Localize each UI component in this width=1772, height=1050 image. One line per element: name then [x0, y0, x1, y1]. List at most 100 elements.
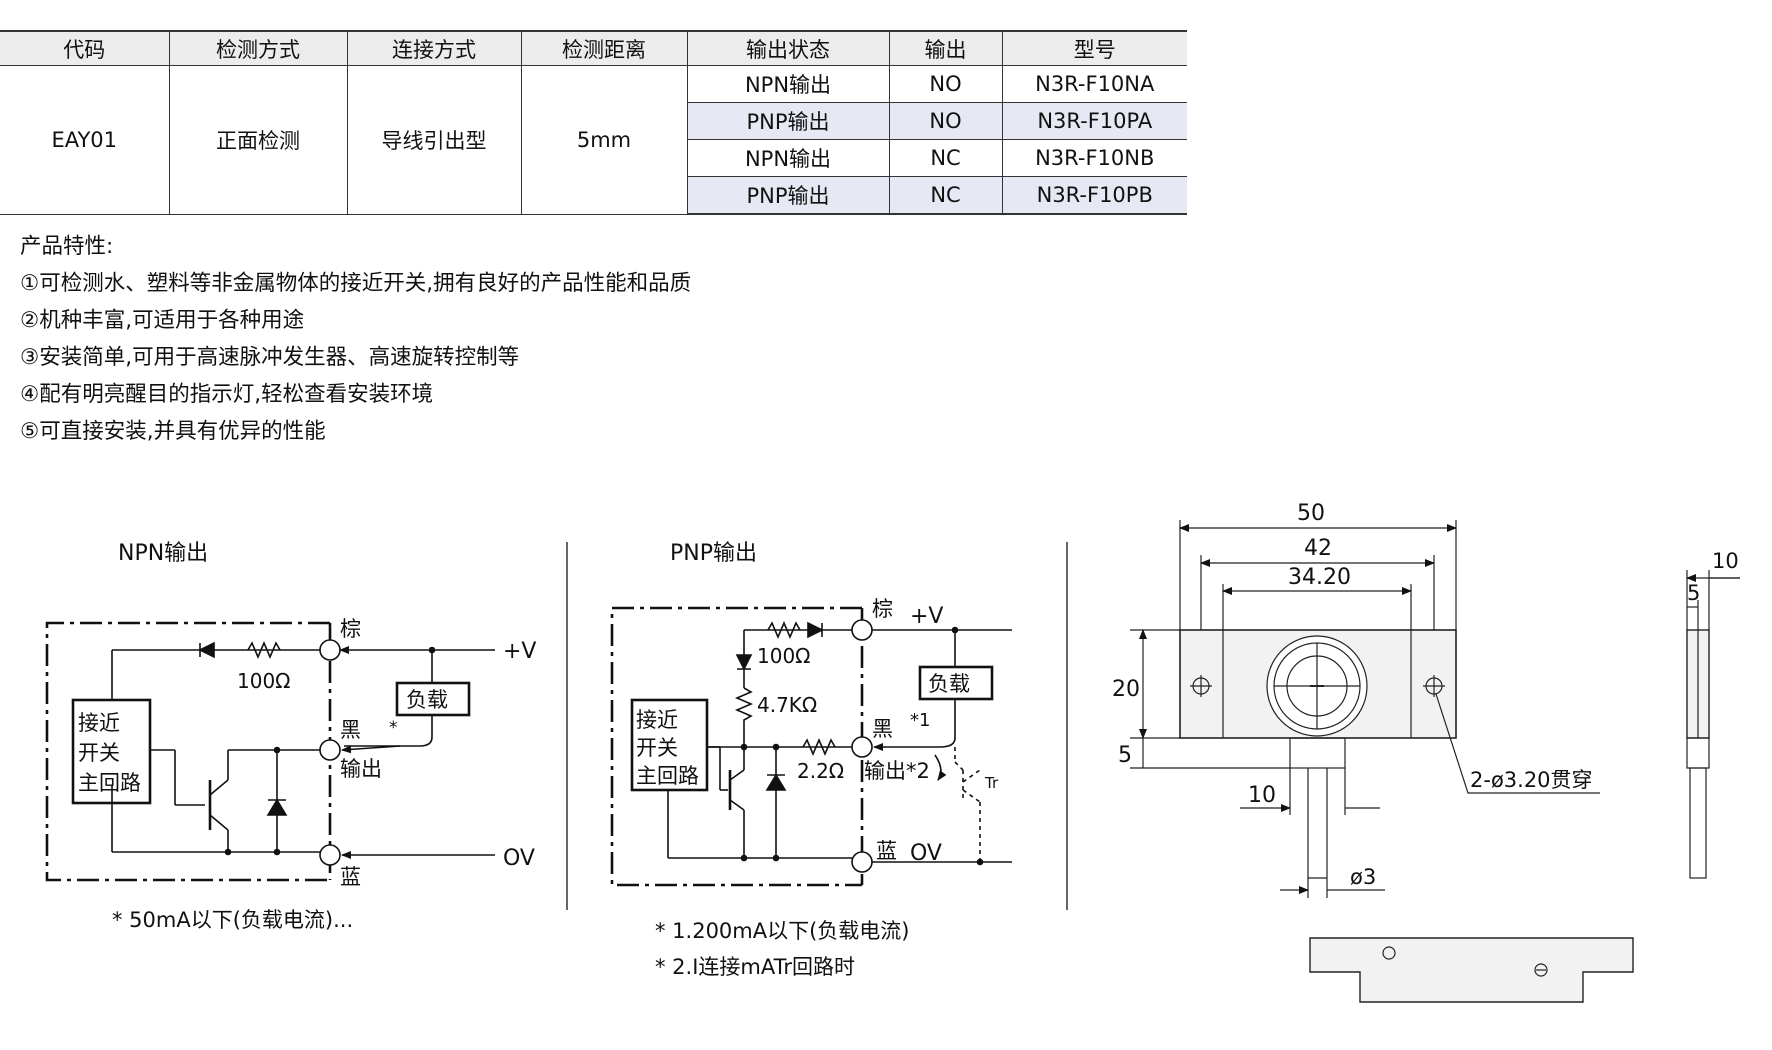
- bottom-view: [1309, 937, 1634, 1003]
- pnp-brown-terminal: [851, 619, 873, 641]
- pnp-note1: * 1.200mA以下(负载电流): [655, 919, 910, 943]
- dim-holes: 2-ø3.20贯穿: [1470, 768, 1593, 792]
- pnp-output-label: 输出*2: [864, 759, 930, 783]
- pnp-circuit-line: 接近: [636, 708, 678, 732]
- cell-state: PNP输出: [687, 102, 890, 140]
- npn-res-label: 100Ω: [237, 669, 290, 693]
- pnp-load-box: [918, 665, 994, 701]
- table-row: PNP输出 NO N3R-F10PA: [0, 102, 1187, 140]
- pnp-resistor-icon: [767, 620, 801, 640]
- pnp-enclosure: [610, 606, 862, 887]
- npn-note: * 50mA以下(负载电流)...: [112, 908, 353, 932]
- pnp-black-label: 黑: [872, 717, 893, 741]
- npn-title: NPN输出: [118, 541, 208, 566]
- pnp-external-transistor-icon: [954, 747, 981, 865]
- dim-width-3420: 34.20: [1288, 565, 1351, 590]
- pnp-main-circuit-box: [630, 698, 709, 792]
- pnp-res3-label: 2.2Ω: [797, 759, 844, 783]
- col-header-distance: 检测距离: [520, 30, 688, 66]
- dim-width-42: 42: [1304, 536, 1332, 561]
- npn-output-label: 输出: [340, 757, 382, 781]
- feature-item: ⑤可直接安装,并具有优异的性能: [20, 419, 326, 444]
- npn-ov-label: OV: [503, 846, 535, 871]
- cell-output: NC: [888, 139, 1003, 177]
- col-header-output: 输出: [888, 30, 1003, 66]
- pnp-circuit-line: 主回路: [636, 764, 699, 788]
- pnp-diode-icon: [807, 621, 824, 639]
- mount-hole: [1382, 946, 1396, 960]
- npn-vplus-label: +V: [503, 639, 536, 664]
- dim-side-10: 10: [1712, 549, 1739, 573]
- dimension-drawing: 50 42 34.20 20 5 10 ø3 2-ø3.20贯穿: [1112, 501, 1740, 1003]
- cell-output: NO: [888, 102, 1003, 140]
- cell-model: N3R-F10PB: [1001, 176, 1187, 215]
- pnp-black-terminal: [851, 736, 873, 758]
- npn-blue-label: 蓝: [340, 865, 361, 889]
- pnp-circuit-line: 开关: [636, 736, 678, 760]
- pnp-brown-label: 棕: [872, 597, 893, 621]
- side-view-boot: [1686, 737, 1710, 769]
- features-title: 产品特性:: [20, 234, 114, 259]
- col-header-model: 型号: [1001, 30, 1187, 66]
- npn-enclosure: [45, 621, 330, 882]
- npn-black-terminal: [319, 739, 341, 761]
- table-row: EAY01 正面检测 导线引出型 5mm NPN输出 NO N3R-F10NA: [0, 65, 1187, 215]
- npn-zener-icon: [266, 798, 288, 816]
- pnp-star1-label: *1: [910, 710, 930, 731]
- npn-diode-icon: [198, 641, 215, 659]
- feature-item: ④配有明亮醒目的指示灯,轻松查看安装环境: [20, 382, 434, 407]
- pnp-resistor3-icon: [802, 737, 836, 757]
- cable-boot: [1289, 737, 1346, 769]
- cell-state: NPN输出: [687, 139, 890, 177]
- pnp-tr-label: Tr: [984, 774, 999, 792]
- pnp-title: PNP输出: [670, 541, 757, 566]
- cell-model: N3R-F10NB: [1001, 139, 1187, 177]
- dim-boot-10: 10: [1248, 783, 1276, 808]
- cell-method: 正面检测: [168, 65, 348, 215]
- pnp-res1-label: 100Ω: [757, 644, 810, 668]
- pnp-led-icon: [735, 654, 753, 671]
- col-header-code: 代码: [0, 30, 170, 66]
- pnp-load-label: 负载: [928, 672, 970, 696]
- pnp-blue-label: 蓝: [876, 839, 897, 863]
- cell-connection: 导线引出型: [346, 65, 522, 215]
- dim-height-5: 5: [1118, 743, 1132, 768]
- spec-table: 代码 检测方式 连接方式 检测距离 输出状态 输出 型号 EAY01 正面检测 …: [0, 30, 1187, 215]
- npn-blue-terminal: [319, 844, 341, 866]
- feature-item: ①可检测水、塑料等非金属物体的接近开关,拥有良好的产品性能和品质: [20, 271, 692, 296]
- cell-model: N3R-F10PA: [1001, 102, 1187, 140]
- mount-hole: [1534, 963, 1548, 977]
- npn-resistor-icon: [247, 640, 281, 660]
- col-header-connection: 连接方式: [346, 30, 522, 66]
- npn-diagram: NPN输出 100Ω 接近 开关 主回路 棕 黑 输出 蓝: [45, 541, 536, 932]
- feature-item: ②机种丰富,可适用于各种用途: [20, 308, 305, 333]
- pnp-note2: * 2.I连接mATr回路时: [655, 955, 855, 979]
- pnp-diagram: PNP输出 100Ω 4.7KΩ 2.2Ω 接近 开关 主回路: [610, 541, 1012, 979]
- npn-brown-label: 棕: [340, 617, 361, 641]
- table-row: NPN输出 NC N3R-F10NB: [0, 139, 1187, 177]
- npn-circuit-line: 接近: [78, 711, 120, 735]
- pnp-resistor2-icon: [734, 687, 754, 747]
- table-header-row: 代码 检测方式 连接方式 检测距离 输出状态 输出 型号: [0, 30, 1187, 66]
- npn-circuit-line: 主回路: [78, 771, 141, 795]
- cell-code: EAY01: [0, 65, 170, 215]
- npn-main-circuit-box: [71, 698, 152, 805]
- side-view-cable: [1689, 767, 1707, 879]
- pnp-zener-icon: [765, 773, 787, 791]
- feature-item: ③安装简单,可用于高速脉冲发生器、高速旋转控制等: [20, 345, 520, 370]
- dim-cable-dia: ø3: [1350, 865, 1376, 889]
- product-features: 产品特性: ①可检测水、塑料等非金属物体的接近开关,拥有良好的产品性能和品质 ②…: [20, 228, 691, 450]
- table-row: PNP输出 NC N3R-F10PB: [0, 176, 1187, 215]
- npn-black-label: 黑: [340, 718, 361, 742]
- cell-distance: 5mm: [520, 65, 688, 215]
- dim-height-20: 20: [1112, 677, 1140, 702]
- npn-circuit-line: 开关: [78, 741, 120, 765]
- pnp-blue-terminal: [851, 851, 873, 873]
- npn-star-label: *: [389, 718, 398, 738]
- dim-side-5: 5: [1687, 581, 1700, 605]
- cell-output: NC: [888, 176, 1003, 215]
- npn-load-label: 负载: [406, 688, 448, 712]
- cell-state: NPN输出: [686, 65, 890, 103]
- npn-load-box: [395, 681, 471, 717]
